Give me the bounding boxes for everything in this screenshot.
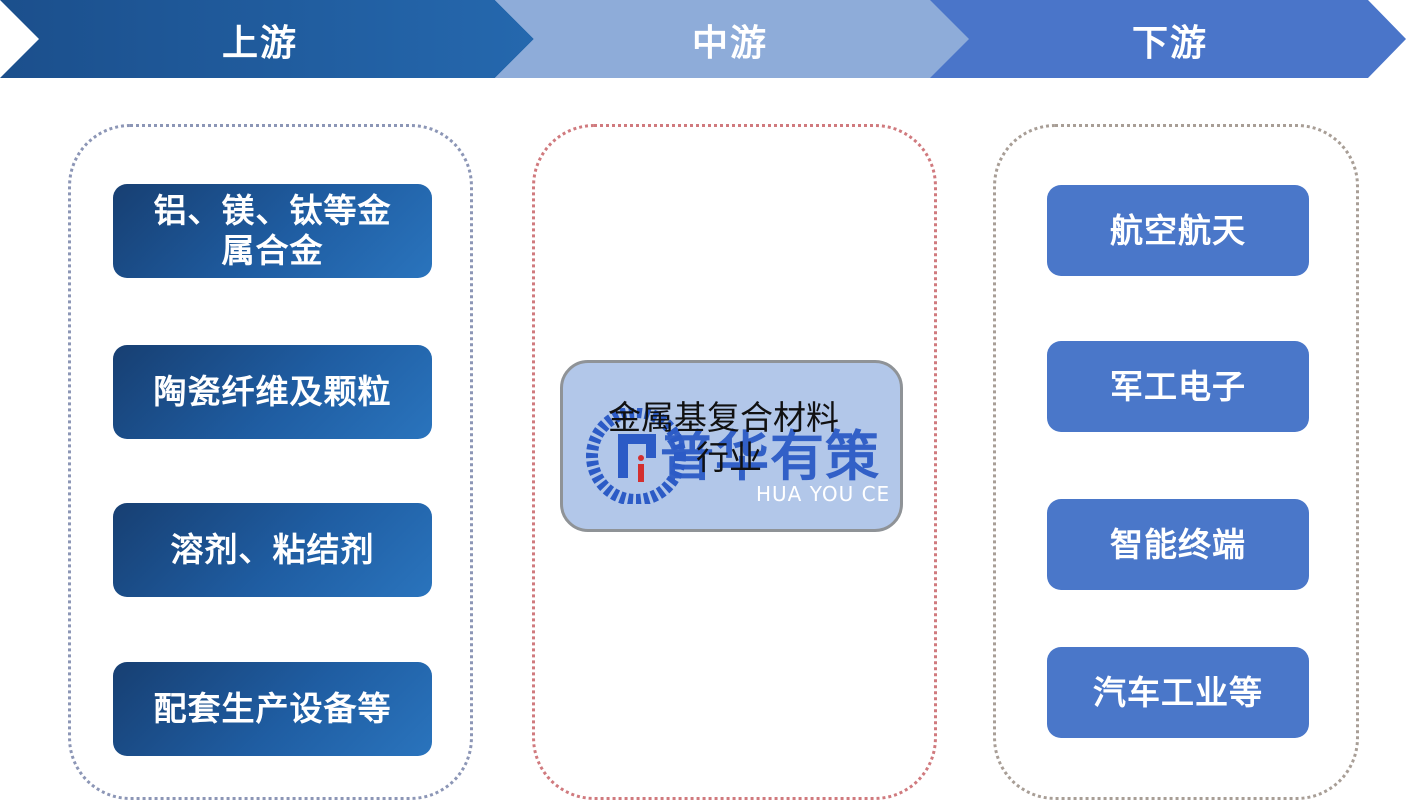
midstream-item-line1: 金属基复合材料 xyxy=(608,398,839,437)
upstream-item-alloys-line1: 铝、镁、钛等金 xyxy=(153,191,392,230)
upstream-item-solvent-binder: 溶剂、粘结剂 xyxy=(113,503,432,597)
chevron-downstream-shape xyxy=(930,0,1406,78)
chevron-upstream-shape xyxy=(0,0,534,78)
stage-midstream-header: 中游 xyxy=(495,0,975,80)
midstream-column xyxy=(532,124,937,800)
watermark-name: 普华有策 xyxy=(660,425,880,488)
stage-midstream-label: 中游 xyxy=(691,23,768,64)
stage-upstream-label: 上游 xyxy=(221,23,298,64)
upstream-item-equipment-label: 配套生产设备等 xyxy=(153,689,392,728)
watermark-logo-icon xyxy=(586,408,686,504)
downstream-item-military-electronics: 军工电子 xyxy=(1047,341,1309,432)
watermark-sub: HUA YOU CE xyxy=(756,482,891,506)
midstream-item-line2: 行业 xyxy=(696,438,762,477)
downstream-item-aerospace-label: 航空航天 xyxy=(1110,210,1246,250)
upstream-item-alloys-line2: 属合金 xyxy=(221,231,324,270)
downstream-item-aerospace: 航空航天 xyxy=(1047,185,1309,276)
stage-upstream-header: 上游 xyxy=(0,0,540,80)
downstream-item-automotive-label: 汽车工业等 xyxy=(1093,672,1263,712)
upstream-column xyxy=(68,124,473,800)
upstream-item-ceramic-fiber-label: 陶瓷纤维及颗粒 xyxy=(153,372,392,411)
stage-downstream-label: 下游 xyxy=(1131,23,1208,64)
midstream-item-box xyxy=(560,360,903,532)
upstream-item-alloys: 铝、镁、钛等金 属合金 xyxy=(113,184,432,278)
downstream-item-automotive: 汽车工业等 xyxy=(1047,647,1309,738)
upstream-item-ceramic-fiber: 陶瓷纤维及颗粒 xyxy=(113,345,432,439)
upstream-item-solvent-binder-label: 溶剂、粘结剂 xyxy=(170,530,375,569)
upstream-item-equipment: 配套生产设备等 xyxy=(113,662,432,756)
downstream-column xyxy=(993,124,1359,800)
downstream-item-smart-terminals-label: 智能终端 xyxy=(1110,524,1246,564)
downstream-item-smart-terminals: 智能终端 xyxy=(1047,499,1309,590)
chevron-midstream-shape xyxy=(495,0,971,78)
stage-downstream-header: 下游 xyxy=(930,0,1408,80)
downstream-item-military-electronics-label: 军工电子 xyxy=(1110,366,1246,406)
midstream-item-label: 金属基复合材料 行业 xyxy=(560,398,903,478)
